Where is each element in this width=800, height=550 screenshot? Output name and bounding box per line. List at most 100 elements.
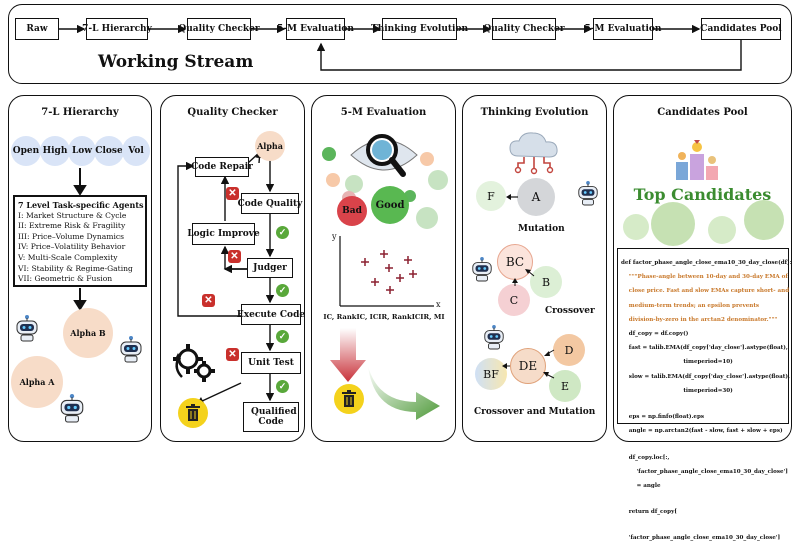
stream-step-raw: Raw <box>15 18 59 40</box>
eye-magnifier-icon <box>350 134 418 177</box>
code-line: timeperiod=10) <box>621 359 733 366</box>
stream-title: Working Stream <box>98 52 254 72</box>
cloud-network-icon <box>509 132 558 175</box>
quality-flow-arrows <box>177 149 275 402</box>
down-arrow-red <box>330 328 366 382</box>
code-line: angle = np.arctan2(fast - slow, fast + s… <box>621 428 783 435</box>
code-quality-node: Code Quality <box>238 193 302 214</box>
pass-check-icon: ✓ <box>276 330 289 343</box>
feature-high: High <box>40 136 70 166</box>
stream-step-thinking-evolution: Thinking Evolution <box>371 18 468 40</box>
quality-title: Quality Checker <box>187 107 278 118</box>
execute-code-node: Execute Code <box>237 304 305 325</box>
crossover-arrows <box>512 269 535 286</box>
fail-x-icon: ✕ <box>226 348 239 361</box>
pass-check-icon: ✓ <box>276 284 289 297</box>
gears-icon <box>173 344 215 382</box>
agents-list: 7 Level Task-specific Agents I: Market S… <box>13 195 147 287</box>
qualified-code-node: Qualified Code <box>243 402 299 432</box>
alpha-node: Alpha <box>255 131 285 161</box>
mutation-arrow <box>506 194 518 200</box>
code-line: return df_copy[ <box>621 509 677 516</box>
pass-check-icon: ✓ <box>276 226 289 239</box>
candidate-bubble <box>708 216 736 244</box>
fail-x-icon: ✕ <box>226 187 239 200</box>
eval-dot <box>322 147 336 161</box>
code-line: 'factor_phase_angle_close_ema10_30_day_c… <box>621 468 788 475</box>
node-d: D <box>553 334 585 366</box>
feature-open: Open <box>11 136 41 166</box>
y-axis-label: y <box>332 232 337 241</box>
good-bubble: Good <box>371 186 409 224</box>
candidate-bubble <box>651 202 695 246</box>
code-line: fast = talib.EMA(df_copy['day_close'].as… <box>621 345 788 352</box>
robot-icon <box>578 181 598 206</box>
stream-step-hierarchy: 7-L Hierarchy <box>82 18 152 40</box>
node-e: E <box>549 370 581 402</box>
code-comment: division-by-zero in the arctan2 denomina… <box>621 316 778 323</box>
code-comment: medium-term trends; an epsilon prevents <box>621 302 760 309</box>
fail-x-icon: ✕ <box>202 294 215 307</box>
node-b: B <box>530 266 562 298</box>
crossover-mutation-arrows <box>502 349 555 379</box>
node-bc: BC <box>497 244 533 280</box>
agent-2: II: Extreme Risk & Fragility <box>18 221 126 231</box>
trash-icon <box>178 398 208 428</box>
agents-title: 7 Level Task-specific Agents <box>18 200 144 210</box>
stream-step-quality-checker-2: Quality Checker <box>483 18 565 40</box>
fail-x-icon: ✕ <box>228 250 241 263</box>
eval-dot <box>416 207 438 229</box>
stream-step-evaluation-2: 5-M Evaluation <box>585 18 661 40</box>
node-a: A <box>517 178 555 216</box>
unit-test-node: Unit Test <box>241 352 301 374</box>
robot-icon <box>60 394 84 423</box>
hierarchy-title: 7-L Hierarchy <box>41 107 119 118</box>
node-de: DE <box>510 348 546 384</box>
code-block <box>617 248 789 424</box>
evaluation-title: 5-M Evaluation <box>340 107 427 118</box>
node-f: F <box>476 181 506 211</box>
code-comment: close price. Fast and slow EMAs capture … <box>621 288 790 295</box>
robot-icon <box>484 325 504 350</box>
eval-dot <box>326 173 340 187</box>
stream-step-quality-checker: Quality Checker <box>178 18 260 40</box>
agent-3: III: Price–Volume Dynamics <box>18 231 125 241</box>
crossover-label: Crossover <box>545 306 595 316</box>
qualified-code-label: Qualified Code <box>251 407 297 427</box>
crossover-mutation-label: Crossover and Mutation <box>474 407 596 417</box>
code-line: slow = talib.EMA(df_copy['day_close'].as… <box>621 373 790 380</box>
stream-step-candidates-pool: Candidates Pool <box>700 18 782 40</box>
hierarchy-arrows <box>73 168 87 311</box>
eval-dot <box>420 152 434 166</box>
code-line: df_copy.loc[:, <box>621 454 670 461</box>
pool-panel: Candidates Pool <box>613 95 792 442</box>
candidate-bubble <box>744 200 784 240</box>
bad-bubble: Bad <box>337 196 367 226</box>
scatter-plot <box>339 236 434 307</box>
robot-icon <box>472 257 492 282</box>
code-line: = angle <box>621 482 661 489</box>
eval-dot <box>345 175 363 193</box>
node-c: C <box>498 284 530 316</box>
robot-icon <box>16 315 38 342</box>
x-axis-label: x <box>436 300 441 309</box>
code-line: eps = np.finfo(float).eps <box>621 414 705 421</box>
logic-improve-node: Logic Improve <box>187 223 260 245</box>
alpha-a-bubble: Alpha A <box>11 356 63 408</box>
thinking-title: Thinking Evolution <box>480 107 589 118</box>
agent-5: V: Multi-Scale Complexity <box>18 252 118 262</box>
agent-4: IV: Price–Volatility Behavior <box>18 242 126 252</box>
top-candidates-label: Top Candidates <box>633 185 772 204</box>
node-bf: BF <box>475 358 507 390</box>
stream-arrows <box>59 24 742 71</box>
eval-dot <box>428 170 448 190</box>
judger-node: Judger <box>247 258 293 278</box>
code-line: 'factor_phase_angle_close_ema10_30_day_c… <box>621 535 781 542</box>
candidate-bubble <box>623 214 649 240</box>
pool-title: Candidates Pool <box>657 107 748 118</box>
code-line: df_copy = df.copy() <box>621 331 689 338</box>
feature-vol: Vol <box>122 136 150 166</box>
robot-icon <box>120 336 142 363</box>
code-line: timeperiod=30) <box>621 387 733 394</box>
feature-low: Low <box>68 136 96 166</box>
